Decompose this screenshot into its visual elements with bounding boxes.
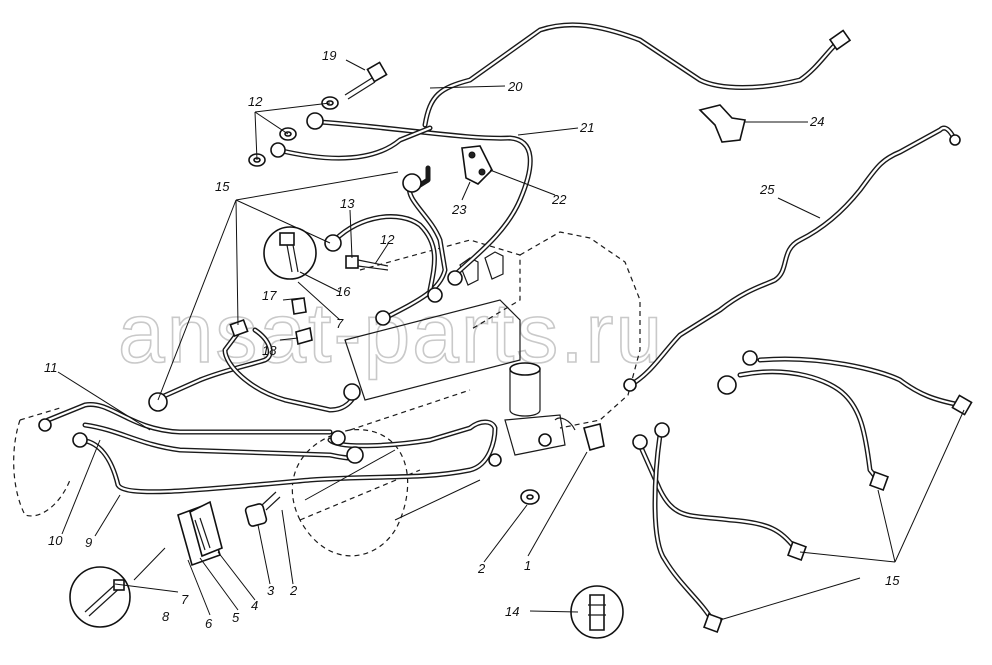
bolt-13 [345,255,389,271]
callout-25: 25 [759,182,775,197]
callout-8: 8 [162,609,170,624]
detail-circle-8 [69,566,131,628]
callout-19: 19 [322,48,336,63]
pipe-15-right-lower [637,356,963,623]
callout-labels: 1 2 2 3 4 5 6 7 7 8 9 10 11 12 12 13 14 … [44,48,900,631]
callout-15b: 15 [885,573,900,588]
pipe-20-long-overhead [422,22,838,128]
leader-lines [57,59,965,621]
pipe-9-10-11-lower-left [45,401,498,495]
detail-circle-16 [263,226,317,280]
callout-10: 10 [48,533,63,548]
engine-block-outline [13,231,641,557]
callout-13: 13 [340,196,355,211]
fittings [38,29,973,633]
callout-3: 3 [267,583,275,598]
injection-pump-body [344,251,566,456]
detail-circle-14 [570,585,624,639]
callout-22: 22 [551,192,567,207]
callout-7a: 7 [181,592,189,607]
pipe-upper-center [332,165,448,321]
callout-1: 1 [524,558,531,573]
bolt-3 [244,491,281,527]
callout-12b: 12 [380,232,395,247]
callout-12a: 12 [248,94,263,109]
callout-20: 20 [507,79,523,94]
callout-2b: 2 [289,583,298,598]
callout-15a: 15 [215,179,230,194]
callout-11: 11 [44,360,58,375]
callout-16: 16 [336,284,351,299]
callout-23: 23 [451,202,467,217]
watermark: ansat-parts.ru [118,286,664,380]
clamp-22-23 [461,145,493,185]
callout-21: 21 [579,120,594,135]
bolt-19 [344,61,388,100]
callout-14: 14 [505,604,519,619]
callout-2a: 2 [477,561,486,576]
callout-7b: 7 [336,316,344,331]
callout-18: 18 [262,343,277,358]
bracket-24 [698,104,746,143]
callout-9: 9 [85,535,92,550]
clamp-plates-4-5-6 [177,500,223,567]
washers [248,96,540,505]
union-1 [554,417,605,451]
callout-6: 6 [205,616,213,631]
callout-17: 17 [262,288,277,303]
callout-24: 24 [809,114,824,129]
pipe-21-arched [275,119,533,278]
callout-5: 5 [232,610,240,625]
callout-4: 4 [251,598,258,613]
pipe-25-right [627,125,958,388]
